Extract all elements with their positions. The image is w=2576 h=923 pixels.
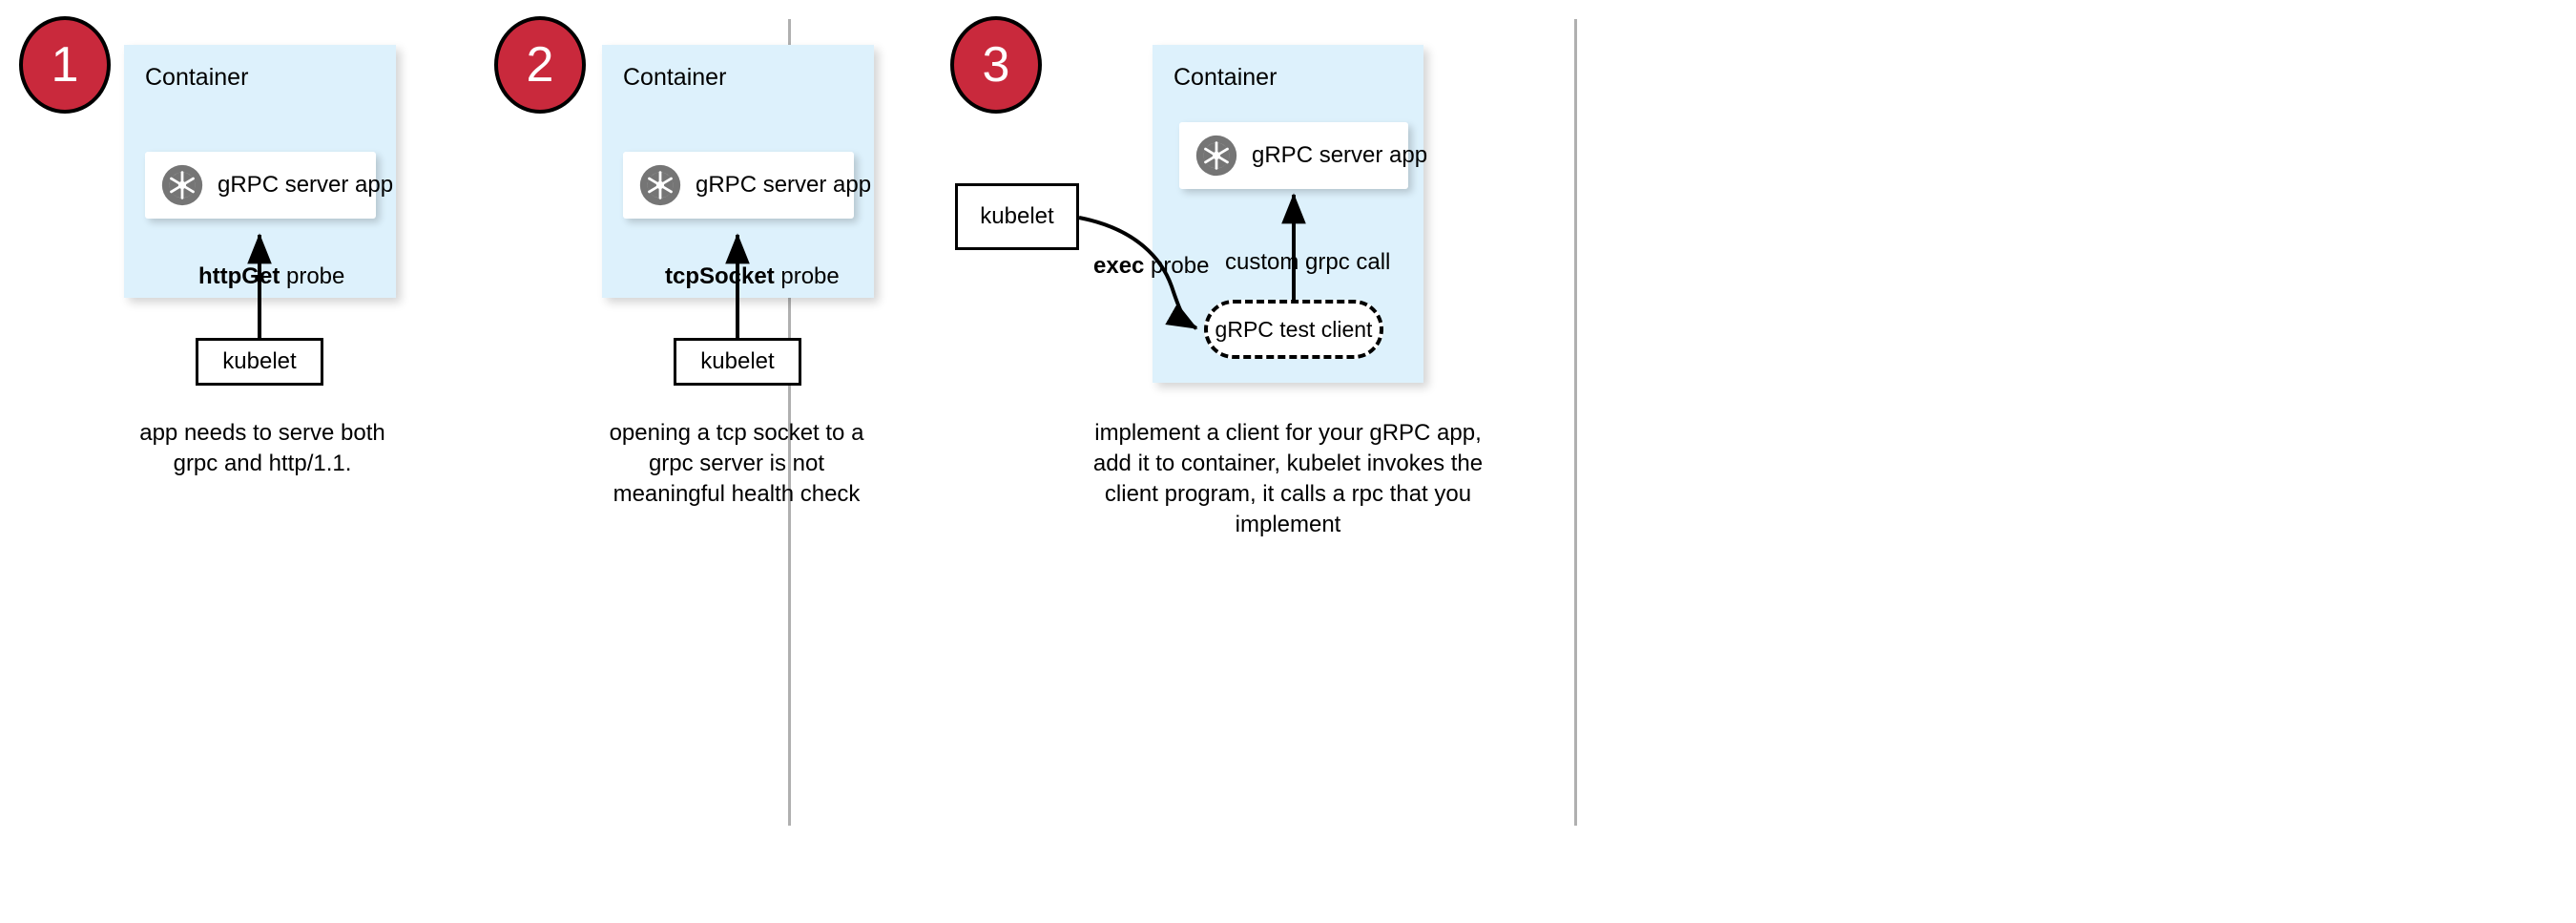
grpc-server-app-label-1: gRPC server app <box>218 172 394 198</box>
kubelet-box-2: kubelet <box>674 338 801 386</box>
grpc-server-app-card-3: gRPC server app <box>1179 122 1427 189</box>
custom-grpc-call-label: custom grpc call <box>1225 249 1391 275</box>
panel-divider-2 <box>1574 19 1577 826</box>
step-badge-1: 1 <box>19 16 111 114</box>
probe-suffix-3: probe <box>1144 253 1210 279</box>
kubelet-label-1: kubelet <box>222 348 297 374</box>
probe-type-2: tcpSocket <box>665 263 775 289</box>
step-badge-1-number: 1 <box>51 37 79 93</box>
grpc-server-app-label-3: gRPC server app <box>1252 142 1428 168</box>
panel-divider-1 <box>788 19 791 826</box>
grpc-aperture-icon <box>160 163 204 207</box>
probe-label-2: tcpSocket probe <box>665 263 840 290</box>
probe-suffix-1: probe <box>280 263 345 289</box>
step-badge-3-number: 3 <box>982 37 1010 93</box>
probe-suffix-2: probe <box>774 263 840 289</box>
grpc-aperture-icon <box>1195 134 1238 178</box>
grpc-server-app-card-2: gRPC server app <box>623 152 871 219</box>
grpc-server-app-card-1: gRPC server app <box>145 152 393 219</box>
grpc-aperture-icon <box>638 163 682 207</box>
panel-caption-2: opening a tcp socket to a grpc server is… <box>609 420 864 507</box>
container-label-2: Container <box>623 64 727 91</box>
panel-caption-3: implement a client for your gRPC app, ad… <box>1092 420 1484 537</box>
step-badge-3: 3 <box>950 16 1042 114</box>
kubelet-box-1: kubelet <box>196 338 323 386</box>
probe-type-1: httpGet <box>198 263 280 289</box>
step-badge-2-number: 2 <box>526 37 554 93</box>
container-label-1: Container <box>145 64 249 91</box>
grpc-server-app-label-2: gRPC server app <box>696 172 872 198</box>
probe-label-1: httpGet probe <box>198 263 344 290</box>
kubelet-label-3: kubelet <box>980 203 1054 229</box>
panel-caption-1: app needs to serve both grpc and http/1.… <box>139 420 385 476</box>
kubelet-box-3: kubelet <box>955 183 1079 250</box>
probe-type-3: exec <box>1093 253 1145 279</box>
step-badge-2: 2 <box>494 16 586 114</box>
probe-label-3: exec probe <box>1093 253 1209 280</box>
grpc-test-client-node: gRPC test client <box>1204 300 1383 359</box>
grpc-test-client-label: gRPC test client <box>1215 316 1373 342</box>
kubelet-label-2: kubelet <box>700 348 775 374</box>
container-label-3: Container <box>1174 64 1278 91</box>
